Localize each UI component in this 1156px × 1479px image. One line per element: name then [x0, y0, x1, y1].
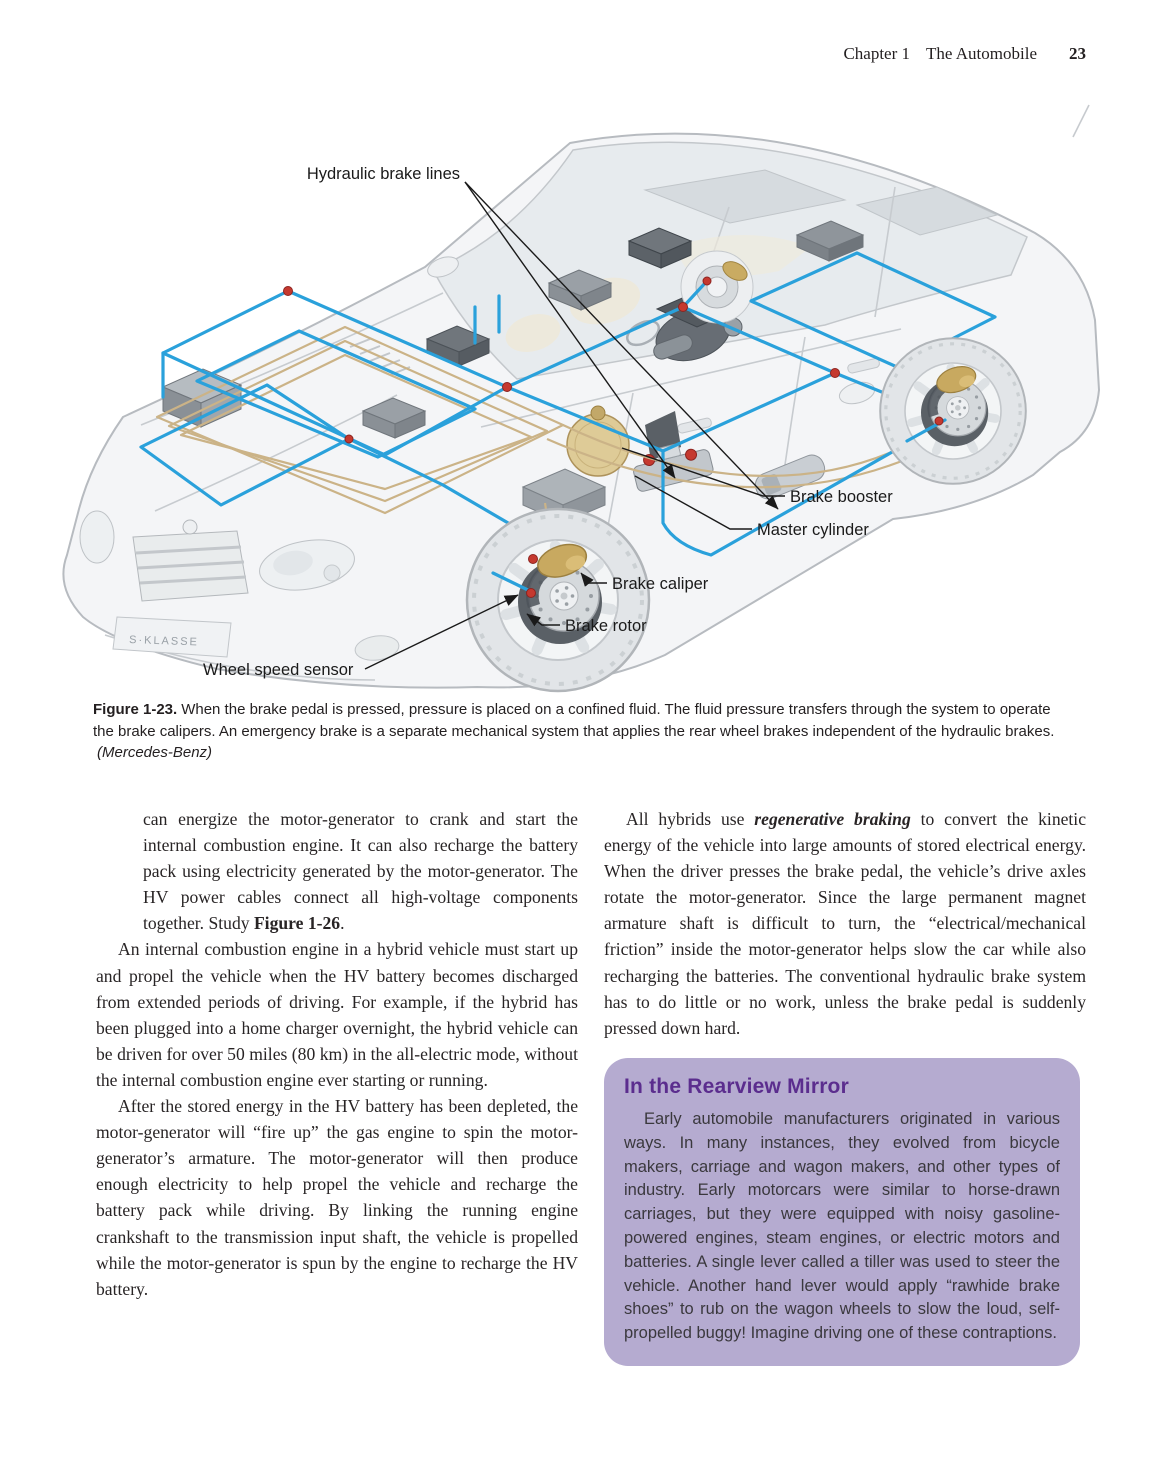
dark-module [627, 227, 693, 269]
label-brake-rotor: Brake rotor [565, 617, 647, 635]
label-brake-caliper: Brake caliper [612, 575, 709, 593]
book-title: The Automobile [926, 44, 1037, 63]
figure-credit: (Mercedes-Benz) [97, 744, 213, 761]
paragraph-hv-battery: can energize the motor-generator to cran… [143, 809, 578, 934]
front-fascia: S·KLASSE [79, 510, 400, 661]
right-column: All hybrids use regenerative braking to … [604, 806, 1086, 1366]
sunroof-panel-rear [855, 186, 999, 236]
steering-wheel [626, 319, 660, 347]
figure-caption-text: When the brake pedal is pressed, pressur… [93, 701, 1055, 740]
paragraph-stored-energy: After the stored energy in the HV batter… [96, 1096, 578, 1299]
page-number: 23 [1069, 44, 1086, 63]
rear-sam-module [795, 220, 865, 262]
license-plate [112, 616, 232, 658]
control-module [361, 397, 427, 439]
door-handle-rear [847, 358, 880, 374]
wheel-speed-sensor-dot [526, 588, 536, 598]
sidebar-body: Early automobile manufacturers originate… [624, 1109, 1060, 1343]
leader-lines [364, 181, 785, 670]
front-wheel [467, 509, 649, 691]
brake-components [161, 220, 865, 524]
figure-1-23: S·KLASSE [45, 95, 1105, 695]
car-brake-system-illustration: S·KLASSE [62, 104, 1101, 695]
label-hydraulic-brake-lines: Hydraulic brake lines [307, 165, 460, 183]
rear-left-brake-disc [680, 250, 754, 324]
paragraph-ice-hybrid: An internal combustion engine in a hybri… [96, 939, 578, 1090]
rear-wheel [880, 338, 1026, 484]
label-brake-booster: Brake booster [790, 488, 893, 506]
label-wheel-speed-sensor: Wheel speed sensor [203, 661, 354, 679]
connectors [283, 276, 944, 598]
left-column: can energize the motor-generator to cran… [96, 806, 578, 1302]
term-regenerative-braking: regenerative braking [754, 809, 911, 829]
figure-caption: Figure 1-23.When the brake pedal is pres… [93, 699, 1068, 764]
fog-light [354, 635, 400, 661]
tan-brake-cables [155, 325, 940, 556]
chapter-label: Chapter 1 [843, 44, 911, 63]
paragraph-regenerative-braking: All hybrids use regenerative braking to … [604, 809, 1087, 1038]
figure-reference: Figure 1-26 [253, 913, 341, 934]
rearview-mirror-sidebar: In the Rearview Mirror Early automobile … [604, 1057, 1080, 1366]
headlight-left [79, 510, 115, 564]
sunroof-panel [643, 169, 847, 224]
label-master-cylinder: Master cylinder [757, 521, 869, 539]
sidebar-title: In the Rearview Mirror [624, 1074, 849, 1098]
battery-module [425, 325, 491, 367]
brand-emblem [182, 519, 198, 535]
figure-number: Figure 1-23. [93, 701, 178, 718]
page-header: Chapter 1 The Automobile 23 [0, 44, 1086, 64]
license-plate-text: S·KLASSE [129, 634, 199, 648]
side-mirror-left [427, 256, 459, 278]
